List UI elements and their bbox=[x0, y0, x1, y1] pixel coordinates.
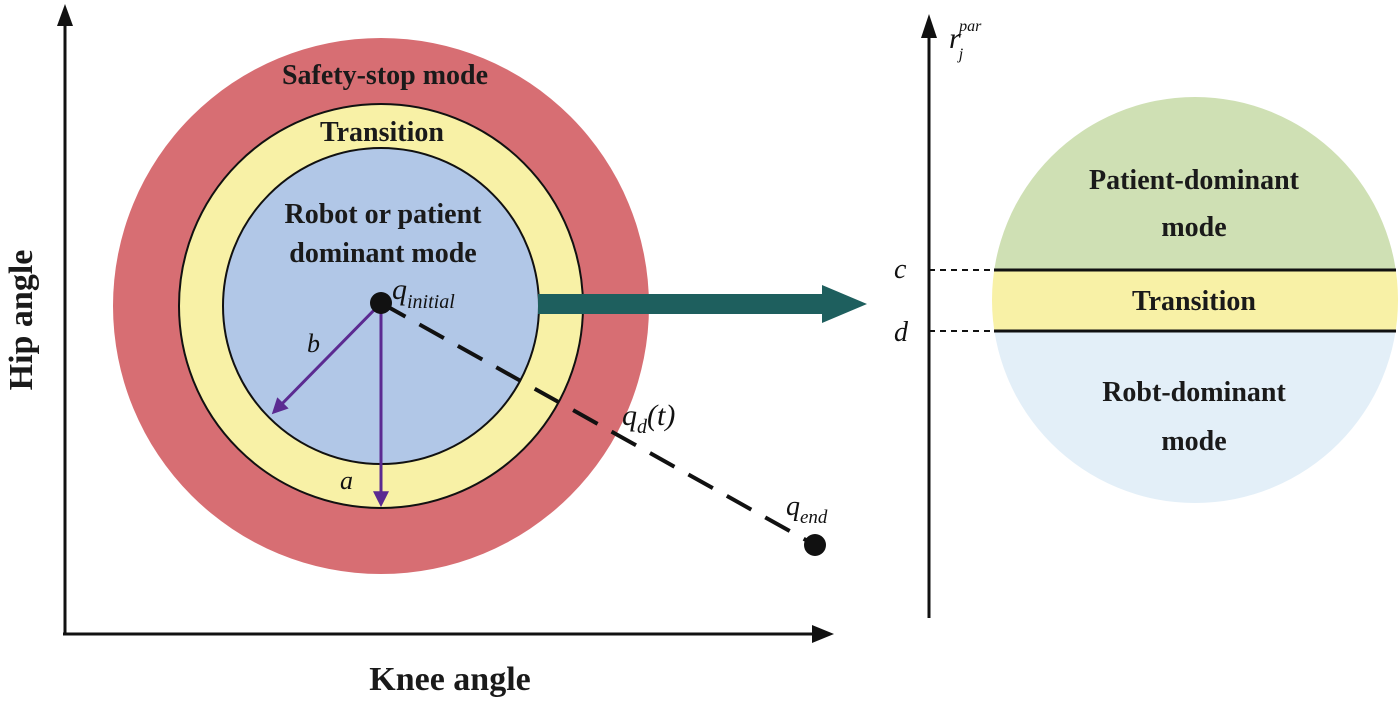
transition-ring-label: Transition bbox=[320, 117, 444, 148]
r-axis-label: rjpar bbox=[949, 18, 982, 63]
left-panel: Knee angle Hip angle Safety-stop mode Tr… bbox=[3, 4, 834, 698]
radius-b-vector bbox=[271, 301, 383, 415]
radius-b-label: b bbox=[307, 329, 320, 358]
transition-band-label: Transition bbox=[1132, 286, 1256, 317]
mapping-arrow-head bbox=[822, 285, 867, 323]
initial-point bbox=[370, 292, 392, 314]
x-axis-label: Knee angle bbox=[369, 661, 530, 698]
safety-stop-label: Safety-stop mode bbox=[282, 60, 488, 91]
end-point bbox=[804, 534, 826, 556]
r-axis-arrowhead bbox=[921, 14, 937, 38]
mapping-arrow bbox=[538, 285, 867, 323]
robot-dominant-label-line2: mode bbox=[1161, 426, 1226, 457]
y-axis-arrowhead bbox=[57, 4, 73, 26]
q-desired-label: qd(t) bbox=[622, 399, 675, 438]
q-end-label: qend bbox=[786, 491, 828, 528]
patient-dominant-label-line1: Patient-dominant bbox=[1089, 165, 1300, 196]
dominant-mode-label-line1: Robot or patient bbox=[284, 199, 482, 230]
robot-dominant-label-line1: Robt-dominant bbox=[1102, 377, 1286, 408]
desired-trajectory-line bbox=[380, 301, 814, 546]
level-c-label: c bbox=[894, 254, 907, 285]
dominant-mode-label-line2: dominant mode bbox=[289, 238, 476, 269]
x-axis-arrowhead bbox=[812, 625, 834, 643]
transition-band-region bbox=[992, 270, 1398, 331]
mapping-arrow-shaft bbox=[538, 294, 826, 314]
patient-dominant-label-line2: mode bbox=[1161, 212, 1226, 243]
level-d-label: d bbox=[894, 317, 909, 348]
y-axis-label: Hip angle bbox=[3, 250, 40, 391]
radius-a-label: a bbox=[340, 466, 353, 495]
robot-dominant-region bbox=[992, 331, 1398, 503]
q-initial-label: qinitial bbox=[392, 273, 455, 313]
right-panel: rjpar c d Patient-dominant mode Transiti… bbox=[894, 14, 1398, 618]
